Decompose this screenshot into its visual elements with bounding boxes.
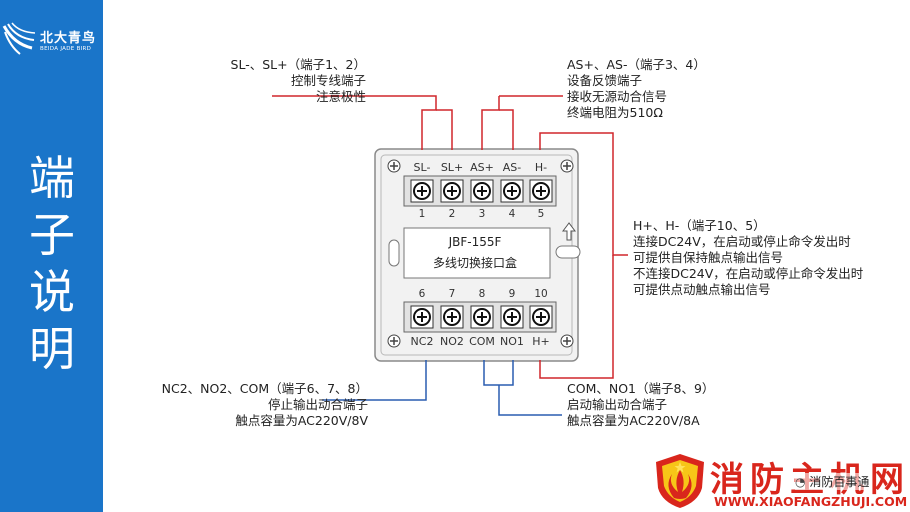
title-char: 明 (29, 322, 75, 376)
annotation-line: H+、H-（端子10、5） (633, 218, 766, 233)
sidebar: 北大青鸟 BEIDA JADE BIRD 端 子 说 明 (0, 0, 103, 512)
annotation-line: COM、NO1（端子8、9） (567, 381, 715, 396)
title-char: 说 (29, 265, 75, 319)
terminal-screw-icon (529, 305, 553, 329)
terminal-label: H+ (532, 335, 550, 348)
mounting-slot (388, 239, 400, 267)
terminal-screw-icon (529, 179, 553, 203)
watermark: 消防主机网 WWW.XIAOFANGZHUJI.COM ◔ 消防百事通 (648, 452, 910, 512)
terminal-number: 4 (508, 208, 516, 220)
terminal-number: 3 (478, 208, 486, 220)
annotation-no1: COM、NO1（端子8、9） 启动输出动合端子 触点容量为AC220V/8A (567, 381, 714, 429)
terminal-label: AS- (502, 161, 522, 174)
terminal-number: 10 (534, 288, 548, 300)
terminal-number: 6 (418, 288, 426, 300)
annotation-line: 触点容量为AC220V/8A (567, 413, 700, 428)
annotation-nc2: NC2、NO2、COM（端子6、7、8） 停止输出动合端子 触点容量为AC220… (130, 381, 368, 429)
brand-logo: 北大青鸟 BEIDA JADE BIRD (2, 22, 102, 62)
slide-title: 端 子 说 明 (22, 150, 82, 378)
annotation-line: 停止输出动合端子 (267, 397, 368, 412)
title-char: 子 (29, 208, 75, 262)
terminal-label: H- (534, 161, 548, 174)
logo-english-name: BEIDA JADE BIRD (40, 46, 92, 52)
corner-screw-icon (387, 159, 401, 173)
terminal-label: SL- (413, 161, 431, 174)
terminal-screw-icon (410, 305, 434, 329)
model-label-box (403, 227, 551, 279)
terminal-screw-icon (470, 179, 494, 203)
red-wires (272, 95, 628, 379)
terminal-screw-icon (440, 179, 464, 203)
blue-wires (322, 360, 562, 416)
corner-screw-icon (387, 334, 401, 348)
title-char: 端 (29, 151, 75, 205)
terminal-label: NO1 (500, 335, 524, 348)
up-arrow-icon (562, 222, 576, 241)
annotation-line: 连接DC24V，在启动或停止命令发出时 (633, 234, 851, 249)
terminal-screw-icon (470, 305, 494, 329)
annotation-line: SL-、SL+（端子1、2） (230, 57, 366, 72)
annotation-line: 不连接DC24V，在启动或停止命令发出时 (633, 266, 864, 281)
terminal-label: SL+ (440, 161, 464, 174)
annotation-line: 控制专线端子 (290, 73, 366, 88)
bird-logo-icon (2, 22, 36, 55)
annotation-as: AS+、AS-（端子3、4） 设备反馈端子 接收无源动合信号 终端电阻为510Ω (567, 57, 706, 121)
terminal-label: NO2 (440, 335, 464, 348)
terminal-label: NC2 (410, 335, 434, 348)
annotation-h: H+、H-（端子10、5） 连接DC24V，在启动或停止命令发出时 可提供自保持… (633, 218, 863, 298)
watermark-overlay-text: 消防百事通 (809, 475, 870, 489)
terminal-screw-icon (410, 179, 434, 203)
annotation-line: 可提供自保持触点输出信号 (633, 250, 784, 265)
annotation-sl: SL-、SL+（端子1、2） 控制专线端子 注意极性 (200, 57, 366, 105)
terminal-number: 1 (418, 208, 426, 220)
corner-screw-icon (560, 334, 574, 348)
terminal-number: 8 (478, 288, 486, 300)
terminal-number: 9 (508, 288, 516, 300)
fire-shield-icon (656, 454, 704, 508)
module-name: 多线切换接口盒 (432, 256, 517, 270)
annotation-line: 接收无源动合信号 (567, 89, 668, 104)
annotation-line: 注意极性 (315, 89, 366, 104)
terminal-screw-icon (500, 305, 524, 329)
annotation-line: 设备反馈端子 (567, 73, 643, 88)
wechat-icon: ◔ (795, 475, 806, 489)
annotation-line: 触点容量为AC220V/8V (235, 413, 368, 428)
annotation-line: 终端电阻为510Ω (567, 105, 663, 120)
watermark-url: WWW.XIAOFANGZHUJI.COM (714, 494, 908, 509)
mounting-slot (555, 245, 581, 259)
watermark-overlay: ◔ 消防百事通 (795, 473, 870, 490)
terminal-label: AS+ (470, 161, 494, 174)
terminal-number: 7 (448, 288, 456, 300)
terminal-screw-icon (500, 179, 524, 203)
annotation-line: 可提供点动触点输出信号 (633, 282, 771, 297)
corner-screw-icon (560, 159, 574, 173)
module-model: JBF-155F (448, 235, 502, 249)
logo-chinese-name: 北大青鸟 (40, 31, 97, 46)
annotation-line: AS+、AS-（端子3、4） (567, 57, 706, 72)
annotation-line: NC2、NO2、COM（端子6、7、8） (161, 381, 368, 396)
annotation-line: 启动输出动合端子 (567, 397, 668, 412)
terminal-number: 2 (448, 208, 456, 220)
terminal-label: COM (469, 335, 495, 348)
terminal-number: 5 (537, 208, 545, 220)
terminal-screw-icon (440, 305, 464, 329)
